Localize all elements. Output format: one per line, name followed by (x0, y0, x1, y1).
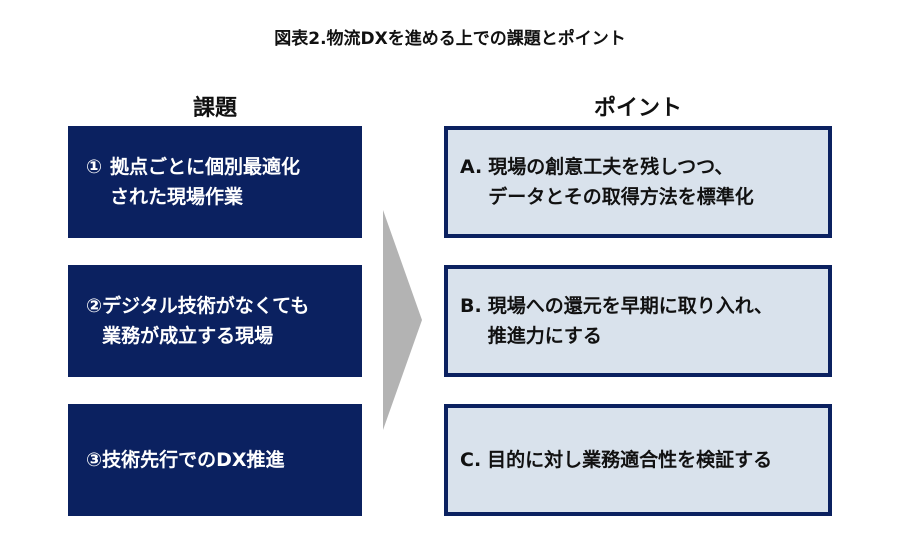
issues-header: 課題 (192, 96, 237, 121)
issue-text: 技術先行でのDX推進 (102, 449, 285, 471)
right-arrow-icon (383, 210, 422, 430)
point-text: 現場の創意工夫を残しつつ、 データとその取得方法を標準化 (488, 156, 754, 208)
point-text: 現場への還元を早期に取り入れ、 推進力にする (487, 295, 773, 347)
figure-title: 図表2.物流DXを進める上での課題とポイント (274, 29, 626, 49)
points-header: ポイント (593, 96, 682, 121)
point-box-b: B.現場への還元を早期に取り入れ、 推進力にする (444, 265, 832, 377)
issue-text: デジタル技術がなくても 業務が成立する現場 (102, 295, 310, 347)
point-box-a: A.現場の創意工夫を残しつつ、 データとその取得方法を標準化 (444, 126, 832, 238)
issue-text: 拠点ごとに個別最適化 された現場作業 (110, 156, 301, 208)
point-text: 目的に対し業務適合性を検証する (487, 449, 773, 471)
issue-number: ② (86, 295, 103, 317)
point-label: C. (460, 449, 482, 471)
point-box-c: C.目的に対し業務適合性を検証する (444, 404, 832, 516)
point-label: A. (460, 156, 483, 178)
point-label: B. (460, 295, 482, 317)
issue-number: ③ (86, 449, 103, 471)
